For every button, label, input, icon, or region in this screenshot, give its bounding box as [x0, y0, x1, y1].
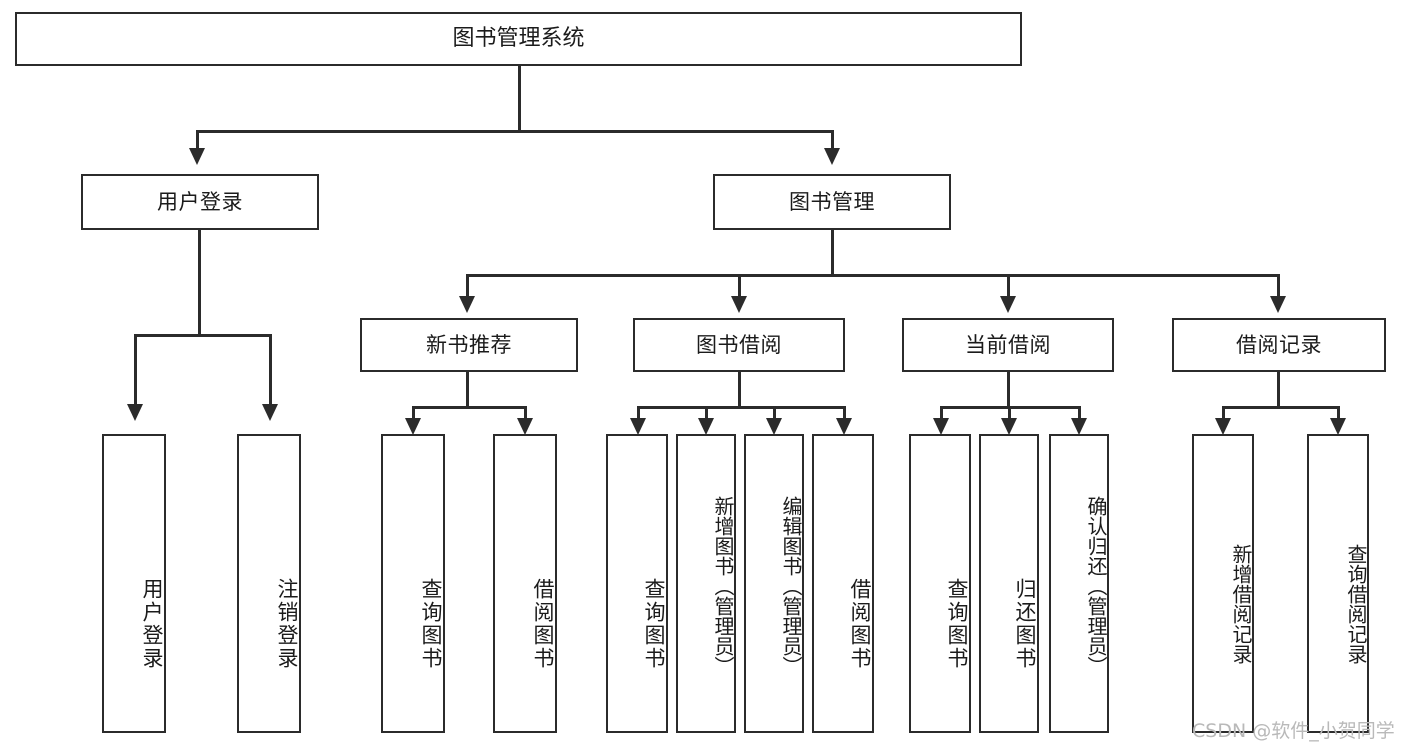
arrowhead-leaf-query-book-3 — [933, 418, 949, 435]
node-current-borrow[interactable]: 当前借阅 — [902, 318, 1114, 372]
leaf-new-book-query[interactable]: 查询图书 — [381, 434, 445, 733]
connector-borrow-record-stem — [1277, 372, 1280, 408]
node-label: 查询图书 — [419, 577, 443, 670]
arrowhead-user-login — [189, 148, 205, 165]
arrowhead-leaf-query-record — [1330, 418, 1346, 435]
leaf-confirm-return-admin[interactable]: 确认归还（管理员） — [1049, 434, 1109, 733]
leaf-edit-book-admin[interactable]: 编辑图书（管理员） — [744, 434, 804, 733]
node-new-book-recommend[interactable]: 新书推荐 — [360, 318, 578, 372]
arrowhead-current-borrow — [1000, 296, 1016, 313]
node-user-login[interactable]: 用户登录 — [81, 174, 319, 230]
leaf-new-book-borrow[interactable]: 借阅图书 — [493, 434, 557, 733]
connector-root-to-book-mgmt — [831, 130, 834, 150]
arrowhead-leaf-query-book-2 — [630, 418, 646, 435]
arrowhead-leaf-edit-book — [766, 418, 782, 435]
node-label: 新增借阅记录 — [1229, 543, 1253, 664]
node-label: 查询图书 — [642, 577, 666, 670]
arrowhead-leaf-borrow-book-2 — [836, 418, 852, 435]
connector-book-borrow-drop-1 — [637, 406, 640, 420]
node-label: 用户登录 — [140, 577, 164, 670]
node-label: 确认归还（管理员） — [1084, 495, 1108, 676]
connector-current-borrow-drop-3 — [1078, 406, 1081, 420]
arrowhead-leaf-add-book — [698, 418, 714, 435]
arrowhead-borrow-record — [1270, 296, 1286, 313]
node-label: 查询图书 — [945, 577, 969, 670]
connector-book-mgmt-drop-3 — [1007, 274, 1010, 298]
connector-user-login-drop-1 — [134, 334, 137, 406]
node-label: 查询借阅记录 — [1344, 543, 1368, 664]
connector-user-login-stem — [198, 230, 201, 336]
connector-new-book-drop-2 — [524, 406, 527, 420]
node-label: 新书推荐 — [426, 332, 512, 357]
node-label: 借阅图书 — [848, 577, 872, 670]
connector-book-borrow-stem — [738, 372, 741, 408]
node-label: 当前借阅 — [965, 332, 1051, 357]
node-book-management[interactable]: 图书管理 — [713, 174, 951, 230]
connector-current-borrow-drop-1 — [940, 406, 943, 420]
arrowhead-book-borrow — [731, 296, 747, 313]
node-label: 新增图书（管理员） — [711, 495, 735, 676]
node-label: 借阅图书 — [531, 577, 555, 670]
arrowhead-leaf-user-login — [127, 404, 143, 421]
connector-root-stem — [518, 66, 521, 132]
node-label: 图书管理 — [789, 189, 875, 214]
leaf-query-borrow-record[interactable]: 查询借阅记录 — [1307, 434, 1369, 733]
leaf-return-book[interactable]: 归还图书 — [979, 434, 1039, 733]
leaf-borrow-query-book[interactable]: 查询图书 — [606, 434, 668, 733]
arrowhead-leaf-add-record — [1215, 418, 1231, 435]
arrowhead-book-mgmt — [824, 148, 840, 165]
arrowhead-leaf-return-book — [1001, 418, 1017, 435]
node-label: 编辑图书（管理员） — [779, 495, 803, 676]
connector-user-login-drop-2 — [269, 334, 272, 406]
node-borrow-record[interactable]: 借阅记录 — [1172, 318, 1386, 372]
node-label: 图书管理系统 — [452, 26, 585, 52]
arrowhead-leaf-confirm-return — [1071, 418, 1087, 435]
node-label: 归还图书 — [1013, 577, 1037, 670]
arrowhead-leaf-query-book-1 — [405, 418, 421, 435]
leaf-add-borrow-record[interactable]: 新增借阅记录 — [1192, 434, 1254, 733]
connector-book-borrow-drop-3 — [773, 406, 776, 420]
connector-new-book-drop-1 — [412, 406, 415, 420]
connector-book-mgmt-bus — [466, 274, 1279, 277]
node-label: 借阅记录 — [1236, 332, 1322, 357]
csdn-watermark: CSDN @软件_小贺同学 — [1192, 720, 1395, 742]
arrowhead-new-book — [459, 296, 475, 313]
connector-current-borrow-stem — [1007, 372, 1010, 408]
node-book-borrow[interactable]: 图书借阅 — [633, 318, 845, 372]
leaf-user-login[interactable]: 用户登录 — [102, 434, 166, 733]
leaf-logout[interactable]: 注销登录 — [237, 434, 301, 733]
leaf-current-query-book[interactable]: 查询图书 — [909, 434, 971, 733]
node-label: 用户登录 — [157, 189, 243, 214]
arrowhead-leaf-borrow-book-1 — [517, 418, 533, 435]
connector-current-borrow-drop-2 — [1008, 406, 1011, 420]
connector-borrow-record-drop-1 — [1222, 406, 1225, 420]
connector-book-borrow-drop-2 — [705, 406, 708, 420]
connector-book-mgmt-stem — [831, 230, 834, 276]
connector-borrow-record-drop-2 — [1337, 406, 1340, 420]
node-root-system[interactable]: 图书管理系统 — [15, 12, 1022, 66]
connector-root-to-user-login — [196, 130, 199, 150]
connector-book-borrow-drop-4 — [843, 406, 846, 420]
connector-book-mgmt-drop-4 — [1277, 274, 1280, 298]
connector-user-login-bus — [134, 334, 271, 337]
node-label: 注销登录 — [275, 577, 299, 670]
connector-book-mgmt-drop-1 — [466, 274, 469, 298]
connector-book-mgmt-drop-2 — [738, 274, 741, 298]
connector-root-bus — [196, 130, 834, 133]
connector-book-borrow-bus — [637, 406, 845, 409]
arrowhead-leaf-logout — [262, 404, 278, 421]
leaf-add-book-admin[interactable]: 新增图书（管理员） — [676, 434, 736, 733]
node-label: 图书借阅 — [696, 332, 782, 357]
connector-new-book-bus — [412, 406, 526, 409]
connector-new-book-stem — [466, 372, 469, 408]
connector-borrow-record-bus — [1222, 406, 1339, 409]
leaf-borrow-book[interactable]: 借阅图书 — [812, 434, 874, 733]
